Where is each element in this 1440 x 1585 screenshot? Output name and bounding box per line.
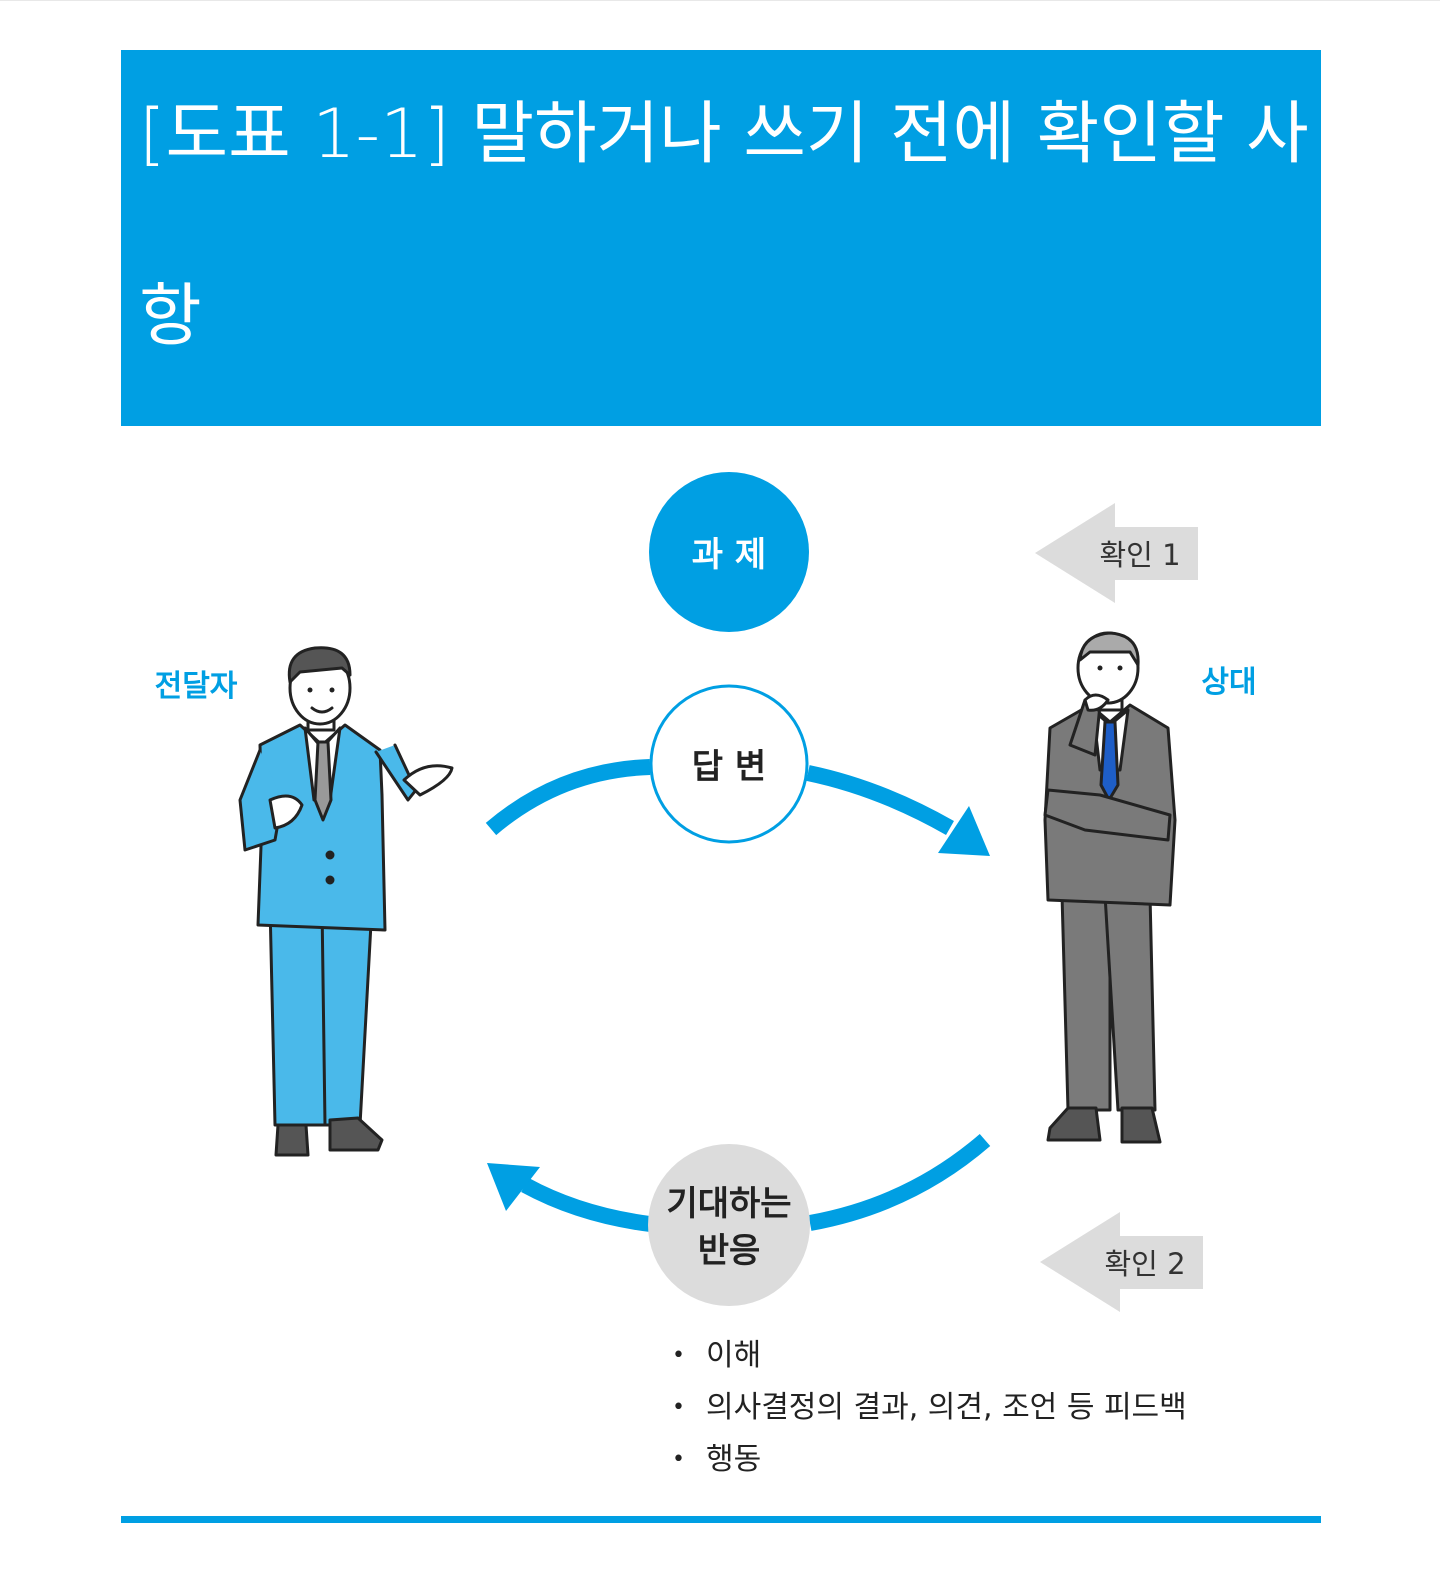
answer-node: 답 변 bbox=[649, 684, 809, 844]
top-divider bbox=[0, 0, 1440, 1]
answer-flow-arrow bbox=[485, 759, 990, 856]
task-node: 과 제 bbox=[649, 472, 809, 632]
check-1-arrow: 확인 1 bbox=[1035, 503, 1198, 603]
bottom-divider bbox=[121, 1516, 1321, 1523]
page-title: [도표 1-1] 말하거나 쓰기 전에 확인할 사항 bbox=[139, 95, 1309, 356]
check-2-arrow: 확인 2 bbox=[1040, 1212, 1203, 1312]
listener-figure bbox=[1043, 631, 1177, 1144]
bullet-icon: • bbox=[672, 1447, 685, 1472]
header-banner: [도표 1-1] 말하거나 쓰기 전에 확인할 사항 bbox=[121, 50, 1321, 426]
list-item-text: 행동 bbox=[706, 1442, 762, 1477]
expected-reaction-list: • 이해 • 의사결정의 결과, 의견, 조언 등 피드백 • 행동 bbox=[672, 1330, 1187, 1486]
list-item: • 행동 bbox=[672, 1434, 1187, 1486]
check-1-label: 확인 1 bbox=[1099, 538, 1180, 572]
answer-label: 답 변 bbox=[692, 747, 766, 787]
list-item: • 의사결정의 결과, 의견, 조언 등 피드백 bbox=[672, 1382, 1187, 1434]
expected-reaction-line1: 기대하는 bbox=[666, 1184, 791, 1224]
list-item-text: 의사결정의 결과, 의견, 조언 등 피드백 bbox=[706, 1390, 1187, 1425]
list-item-text: 이해 bbox=[706, 1338, 762, 1373]
bullet-icon: • bbox=[672, 1395, 685, 1420]
list-item: • 이해 bbox=[672, 1330, 1187, 1382]
task-label: 과 제 bbox=[692, 535, 766, 575]
check-2-label: 확인 2 bbox=[1104, 1247, 1185, 1281]
speaker-figure bbox=[238, 646, 454, 1157]
expected-reaction-line2: 반응 bbox=[698, 1231, 761, 1271]
bullet-icon: • bbox=[672, 1343, 685, 1368]
speaker-label: 전달자 bbox=[155, 669, 238, 704]
listener-label: 상대 bbox=[1201, 665, 1256, 700]
reaction-flow-arrow bbox=[487, 1133, 991, 1232]
expected-reaction-node: 기대하는 반응 bbox=[648, 1144, 810, 1306]
